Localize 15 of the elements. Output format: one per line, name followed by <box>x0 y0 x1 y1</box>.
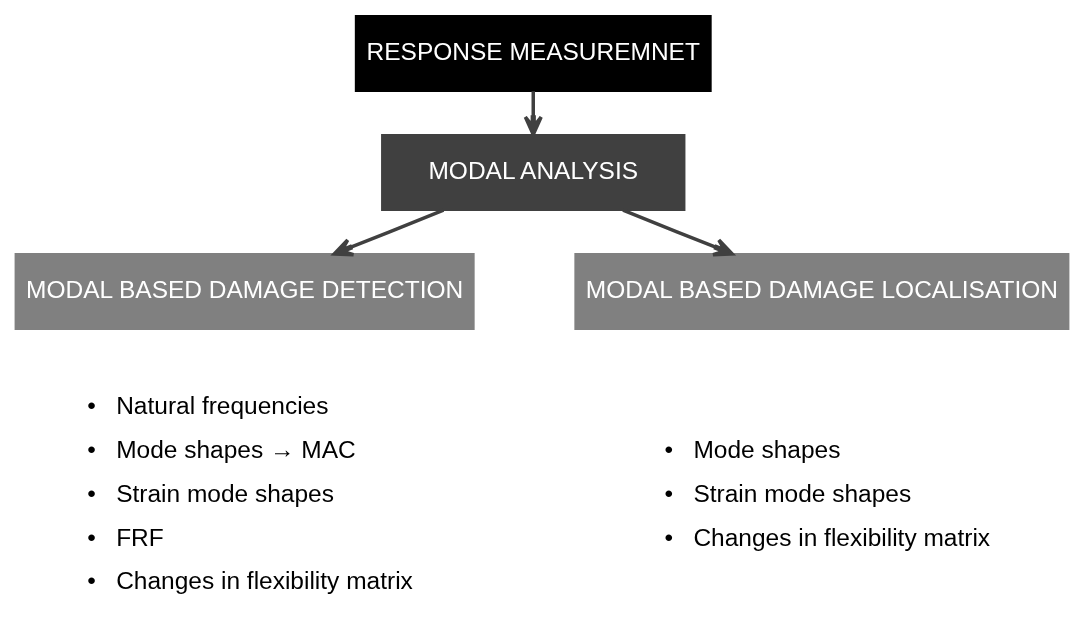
node-box: MODAL ANALYSIS <box>381 134 686 212</box>
node-label: • Mode shapes <box>664 436 841 464</box>
node-label: • Strain mode shapes <box>664 479 912 507</box>
node-label: • Strain mode shapes <box>87 479 334 507</box>
node-label: • Mode shapes → MAC <box>87 436 356 464</box>
node-label: • FRF <box>87 523 164 551</box>
node-box: MODAL BASED DAMAGE DETECTION <box>14 253 475 330</box>
node-label: • Changes in flexibility matrix <box>87 567 413 595</box>
node-label: • Changes in flexibility matrix <box>664 523 991 551</box>
arrow <box>523 91 543 137</box>
node-label: • Natural frequencies <box>87 392 329 420</box>
arrow <box>622 208 734 257</box>
node-box: MODAL BASED DAMAGE LOCALISATION <box>574 253 1070 330</box>
arrow <box>332 208 445 257</box>
node-box: RESPONSE MEASUREMNET <box>354 15 712 93</box>
